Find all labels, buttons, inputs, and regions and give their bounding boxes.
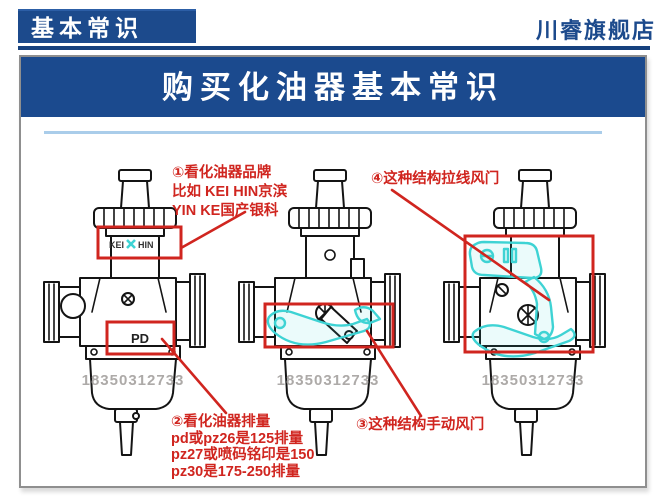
- model-size-label: PD: [131, 331, 149, 346]
- decorative-rule: [44, 131, 602, 134]
- annotation-displacement-line1: ②看化油器排量: [171, 414, 271, 430]
- brand-text-kei: KEI: [109, 240, 124, 250]
- annotation-brand-line2: 比如 KEI HIN京滨: [172, 184, 288, 200]
- watermark-phone: 18350312733: [482, 372, 585, 389]
- watermark-phone: 18350312733: [82, 372, 185, 389]
- annotation-displacement-line4: pz30是175-250排量: [171, 463, 300, 480]
- brand-text-hin: HIN: [138, 240, 154, 250]
- annotation-displacement: ②看化油器排量 pd或pz26是125排量 pz27或喷码铭印是150 pz30…: [171, 414, 314, 480]
- annotation-manual-choke: ③这种结构手动风门: [356, 417, 485, 433]
- header-divider: [18, 46, 650, 50]
- annotation-brand: ①看化油器品牌 比如 KEI HIN京滨 YIN KE国产银科: [172, 164, 287, 221]
- annotation-brand-line3: YIN KE国产银科: [172, 203, 279, 219]
- annotation-displacement-line3: pz27或喷码铭印是150: [171, 447, 315, 463]
- carburetor-line-art: [443, 169, 606, 456]
- page-tag-label: 基本常识: [31, 15, 143, 41]
- title-banner: 购买化油器基本常识: [21, 57, 645, 117]
- annotation-displacement-line2: pd或pz26是125排量: [171, 430, 304, 447]
- store-name: 川睿旗舰店: [535, 18, 656, 43]
- page-tag: 基本常识: [18, 9, 196, 43]
- page-title: 购买化油器基本常识: [162, 70, 504, 105]
- watermark-phone: 18350312733: [277, 372, 380, 389]
- annotation-cable-choke: ④这种结构拉线风门: [371, 171, 500, 187]
- annotation-brand-line1: ①看化油器品牌: [172, 165, 272, 181]
